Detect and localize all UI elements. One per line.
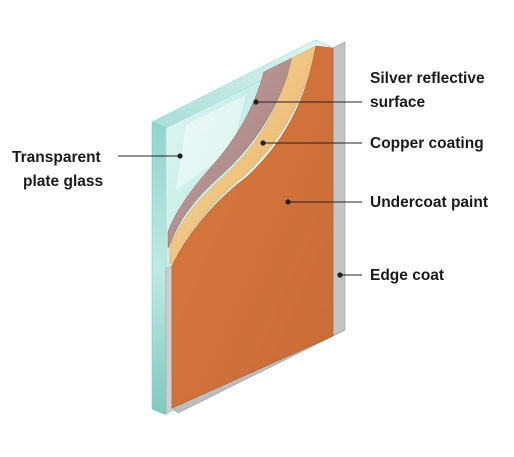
label-copper-coating: Copper coating [370, 135, 484, 152]
silver-layer [167, 57, 293, 249]
leader-silver-surface [253, 99, 362, 105]
edge-coat-left [165, 265, 173, 414]
edge-coat-side [332, 41, 346, 337]
leader-edge-coat [337, 272, 362, 278]
glass-side-edge [151, 121, 167, 416]
label-transparent-glass-line2: plate glass [23, 173, 103, 190]
undercoat-layer [171, 45, 334, 409]
leader-undercoat-paint [285, 199, 362, 205]
edge-coat-layer [165, 41, 346, 414]
label-undercoat-paint: Undercoat paint [370, 194, 488, 211]
label-edge-coat: Edge coat [370, 267, 444, 284]
leader-transparent-glass [118, 153, 183, 159]
label-silver-surface-line2: surface [370, 94, 426, 111]
label-silver-surface-line1: Silver reflective [370, 70, 485, 87]
label-transparent-glass-line1: Transparent [12, 149, 101, 166]
leader-copper-coating [260, 140, 362, 146]
glass-highlight [176, 95, 246, 190]
